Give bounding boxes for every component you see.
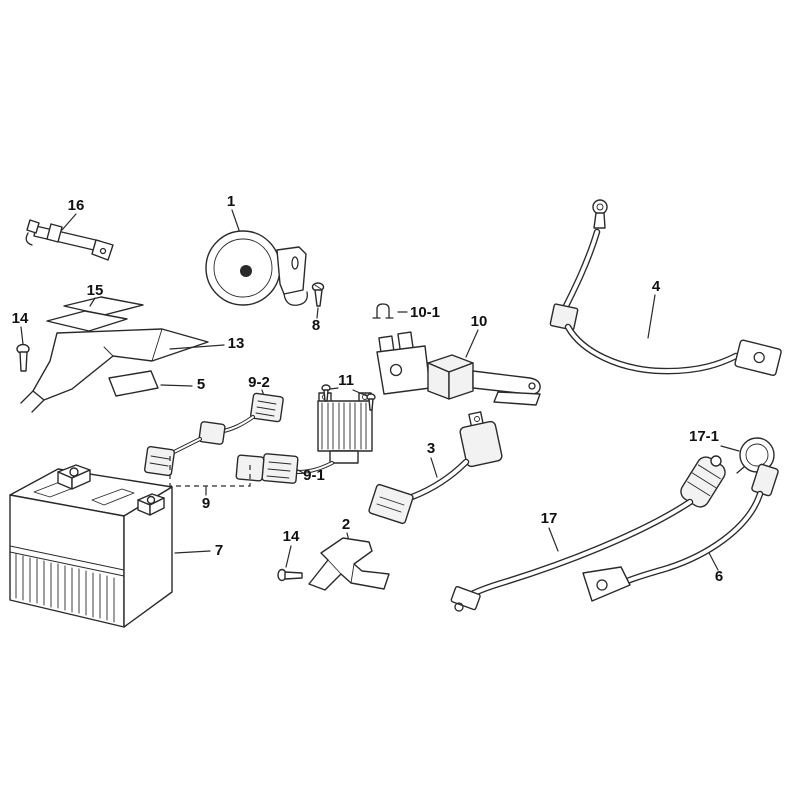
label-16: 16 xyxy=(68,197,85,214)
label-3: 3 xyxy=(427,440,435,457)
label-9-1: 9-1 xyxy=(303,467,325,484)
label-11: 11 xyxy=(338,372,354,389)
label-2: 2 xyxy=(342,516,350,533)
part-screws-11 xyxy=(321,384,376,411)
label-13: 13 xyxy=(228,335,245,352)
part-plate-5 xyxy=(108,370,193,397)
part-horn-1 xyxy=(205,209,308,306)
label-14-left: 14 xyxy=(12,310,29,327)
part-bracket-2 xyxy=(308,532,390,591)
part-cdi-bracket-10 xyxy=(376,329,541,406)
label-9: 9 xyxy=(202,495,210,512)
part-regulator xyxy=(295,392,373,474)
part-cable-4 xyxy=(549,199,782,376)
part-relay-3 xyxy=(368,411,503,525)
label-4: 4 xyxy=(652,278,661,295)
label-17: 17 xyxy=(541,510,558,527)
part-screw-14-left xyxy=(16,326,30,372)
label-17-1: 17-1 xyxy=(689,428,719,445)
part-battery-7 xyxy=(9,464,211,628)
part-clip-10-1 xyxy=(372,303,408,319)
label-5: 5 xyxy=(197,376,205,393)
part-strap-16 xyxy=(25,213,114,261)
label-10-1: 10-1 xyxy=(410,304,440,321)
part-cable-17 xyxy=(450,455,726,612)
label-6: 6 xyxy=(715,568,723,585)
label-7: 7 xyxy=(215,542,223,559)
label-15: 15 xyxy=(87,282,104,299)
label-10: 10 xyxy=(471,313,488,330)
label-9-2: 9-2 xyxy=(248,374,270,391)
part-connector-9-2 xyxy=(144,389,284,477)
horn-center-dot xyxy=(240,265,252,277)
label-1: 1 xyxy=(227,193,235,210)
part-cable-6 xyxy=(582,463,779,602)
part-screw-14-bottom xyxy=(277,545,303,582)
label-14-bottom: 14 xyxy=(283,528,300,545)
part-harness-9-group xyxy=(169,456,251,496)
part-bracket-13 xyxy=(20,328,225,413)
part-plates-15 xyxy=(46,296,144,332)
part-connector-9-1 xyxy=(235,453,306,484)
part-screw-8 xyxy=(311,282,325,319)
label-8: 8 xyxy=(312,317,320,334)
